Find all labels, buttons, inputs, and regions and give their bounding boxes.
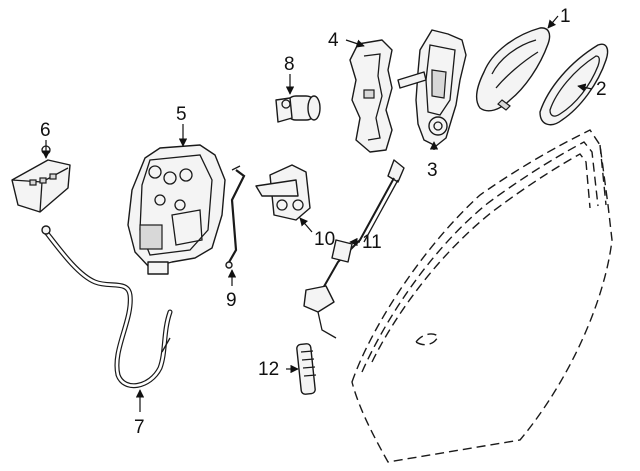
callout-2: 2 [596,79,607,100]
lock-cylinder [275,95,321,123]
callout-9: 9 [226,290,237,311]
lock-rod [225,165,246,269]
handle-seal-gasket [349,39,393,153]
callout-1: 1 [560,6,571,27]
callout-4: 4 [328,30,339,51]
leader-lines [41,15,593,412]
callout-3: 3 [427,160,438,181]
door-damper-strut [296,343,317,395]
callout-6: 6 [40,120,51,141]
callout-11: 11 [362,232,382,253]
callout-5: 5 [176,104,187,125]
callout-7: 7 [134,417,145,438]
door-striker [255,164,311,221]
door-lock-actuator [127,144,226,275]
door-shell-outline [351,129,613,463]
lock-switch-module [11,145,71,213]
handle-carrier-bracket [397,29,467,147]
callout-8: 8 [284,54,295,75]
callout-12: 12 [258,359,279,380]
handle-escutcheon-trim [539,43,609,126]
callout-10: 10 [314,229,335,250]
inside-handle-cable [41,225,173,389]
door-wiring-harness [303,159,405,339]
outer-door-handle [475,27,551,112]
